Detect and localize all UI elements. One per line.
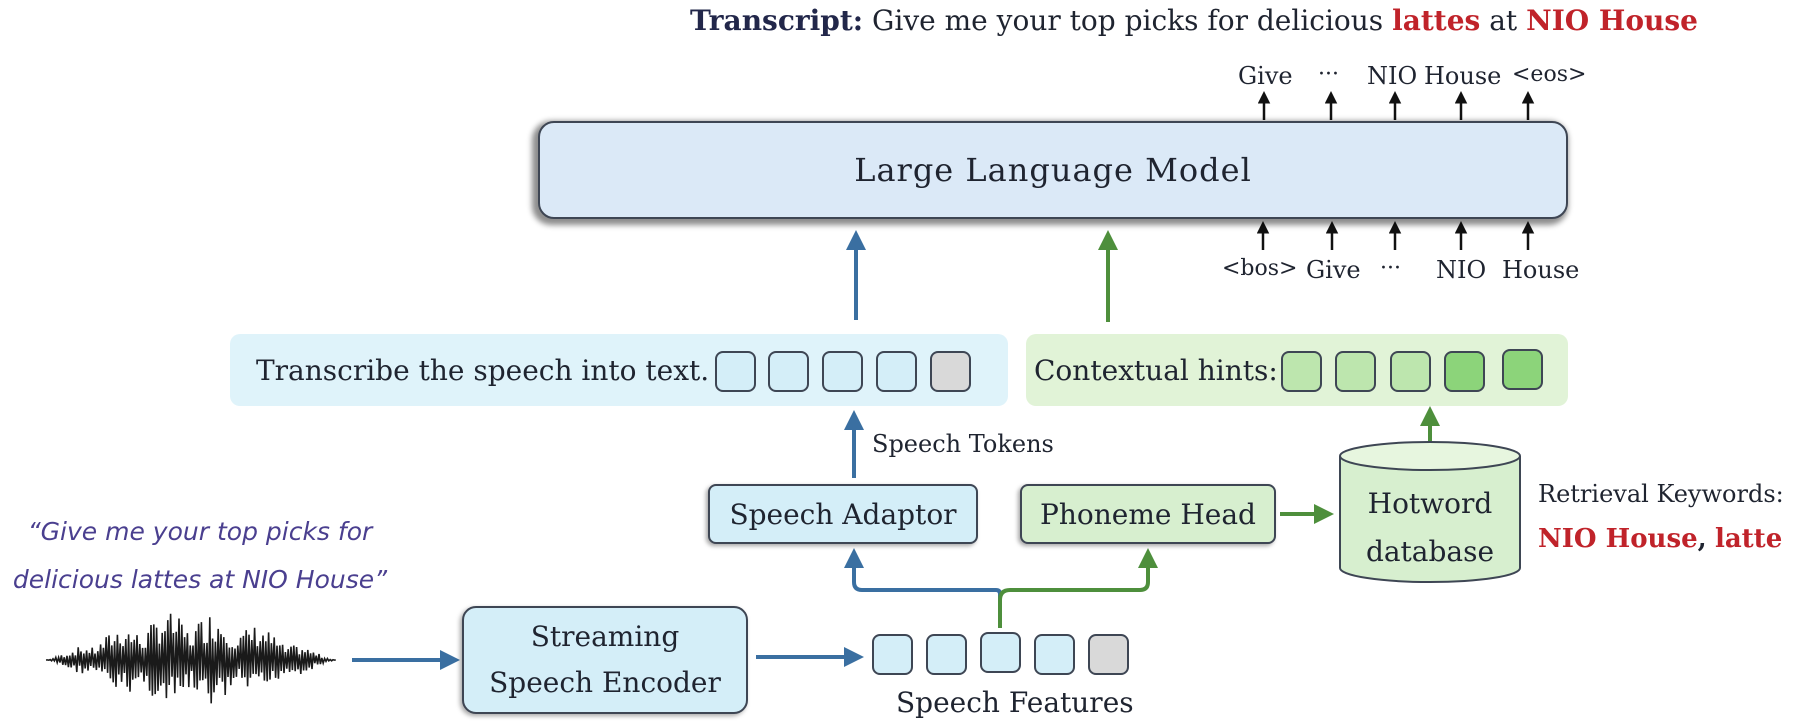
spoken-quote: “Give me your top picks for delicious la… (0, 508, 400, 604)
output-token: House (1424, 62, 1502, 90)
output-token: <eos> (1512, 62, 1587, 87)
hint-token (1335, 351, 1376, 392)
transcript-text-at: at (1489, 4, 1518, 37)
retrieval-keyword-nio-house: NIO House (1538, 524, 1698, 554)
hotword-db-line2: database (1365, 535, 1495, 568)
output-token: NIO (1367, 62, 1418, 90)
retrieval-keyword-separator: , (1697, 524, 1707, 554)
large-language-model-box: Large Language Model (538, 121, 1568, 219)
streaming-speech-encoder-box: Streaming Speech Encoder (462, 606, 748, 714)
llm-title: Large Language Model (854, 151, 1252, 189)
transcript-label: Transcript: (690, 4, 864, 37)
prompt-text: Transcribe the speech into text. (256, 354, 710, 387)
speech-feature-token (872, 634, 913, 675)
arrow-features-to-phoneme-head (998, 548, 1158, 628)
speech-features-label: Speech Features (896, 686, 1134, 719)
speech-feature-token-gray (1088, 634, 1129, 675)
waveform-icon (45, 613, 336, 704)
input-token: ··· (1380, 256, 1401, 281)
input-token: NIO (1436, 256, 1487, 284)
hint-token-dark (1502, 349, 1543, 390)
speech-feature-token (980, 632, 1021, 673)
prompt-token (768, 351, 809, 392)
hotword-db-line1: Hotword (1367, 487, 1493, 520)
hotword-database-label: Hotword database (1340, 480, 1520, 576)
prompt-token-gray (930, 351, 971, 392)
hint-token (1390, 351, 1431, 392)
prompt-token (715, 351, 756, 392)
input-token-arrows (1256, 221, 1535, 250)
output-token: Give (1238, 62, 1293, 90)
speech-tokens-label: Speech Tokens (872, 430, 1054, 458)
prompt-token (822, 351, 863, 392)
quote-line1: “Give me your top picks for (27, 517, 373, 546)
speech-adaptor-box: Speech Adaptor (708, 484, 978, 544)
speech-feature-token (1034, 634, 1075, 675)
input-token: House (1502, 256, 1580, 284)
input-token: <bos> (1222, 256, 1298, 281)
encoder-line2: Speech Encoder (489, 666, 721, 699)
hotword-database-cylinder (1339, 441, 1521, 583)
retrieval-keywords-values: NIO House, latte (1538, 524, 1782, 554)
quote-line2: delicious lattes at NIO House” (12, 565, 388, 594)
output-token-arrows (1257, 91, 1535, 120)
output-token: ··· (1318, 62, 1339, 87)
input-token: Give (1306, 256, 1361, 284)
arrow-features-to-adaptor (844, 548, 1002, 628)
phoneme-head-box: Phoneme Head (1020, 484, 1276, 544)
hint-token-dark (1444, 351, 1485, 392)
transcript-keyword-nio-house: NIO House (1526, 4, 1698, 37)
encoder-line1: Streaming (530, 620, 680, 653)
speech-adaptor-label: Speech Adaptor (729, 497, 957, 531)
prompt-token (876, 351, 917, 392)
retrieval-keyword-latte: latte (1714, 524, 1783, 554)
speech-feature-token (926, 634, 967, 675)
transcript-line: Transcript: Give me your top picks for d… (690, 4, 1698, 37)
transcript-text: Give me your top picks for delicious (872, 4, 1384, 37)
transcript-keyword-lattes: lattes (1392, 4, 1481, 37)
retrieval-keywords-label: Retrieval Keywords: (1538, 480, 1784, 508)
hint-token (1281, 351, 1322, 392)
hints-text: Contextual hints: (1034, 354, 1278, 387)
phoneme-head-label: Phoneme Head (1040, 497, 1256, 531)
